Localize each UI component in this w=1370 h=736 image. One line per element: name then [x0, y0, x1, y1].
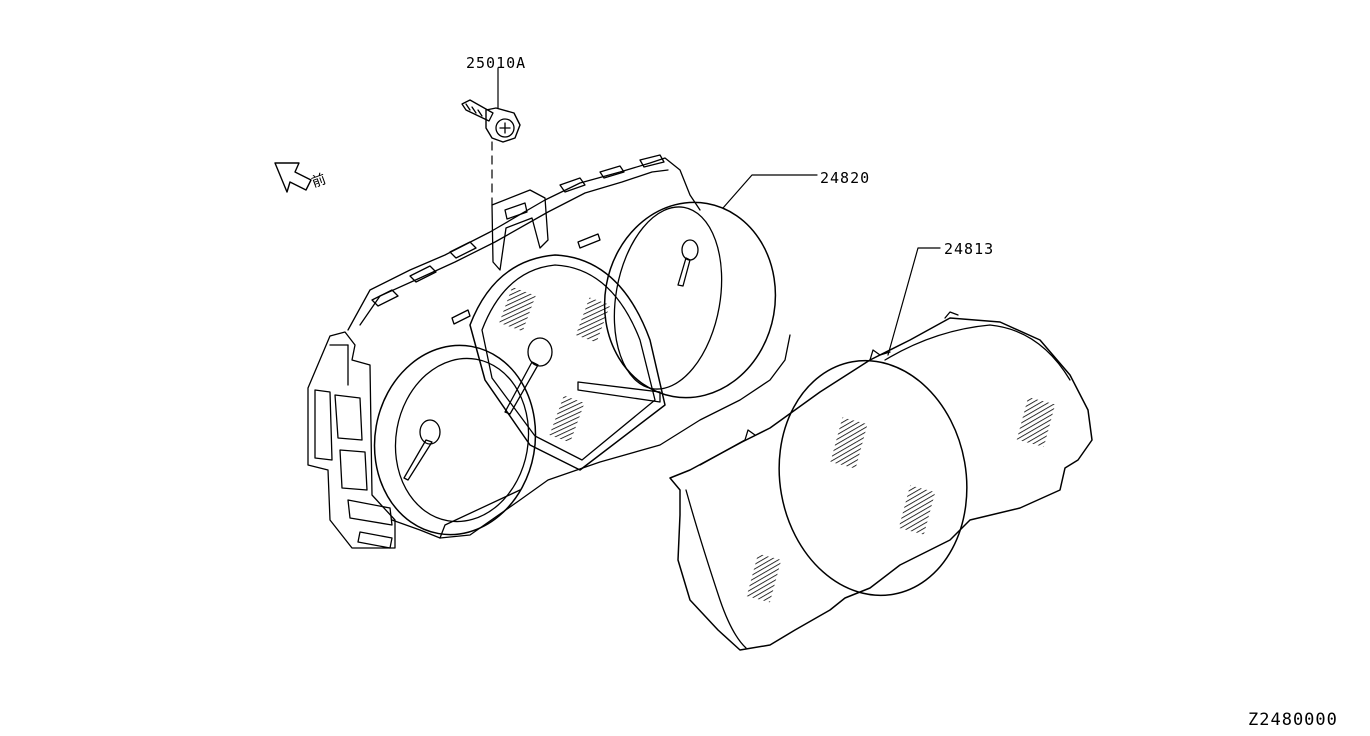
bolt-icon [462, 68, 520, 205]
combination-meter-drawing [308, 155, 817, 548]
front-arrow-icon [275, 163, 311, 192]
meter-cover-drawing [670, 248, 1092, 650]
drawing-code: Z2480000 [1248, 710, 1338, 730]
callout-25010a: 25010A [466, 54, 527, 72]
callout-24813: 24813 [944, 240, 995, 258]
callout-24820: 24820 [820, 169, 871, 187]
